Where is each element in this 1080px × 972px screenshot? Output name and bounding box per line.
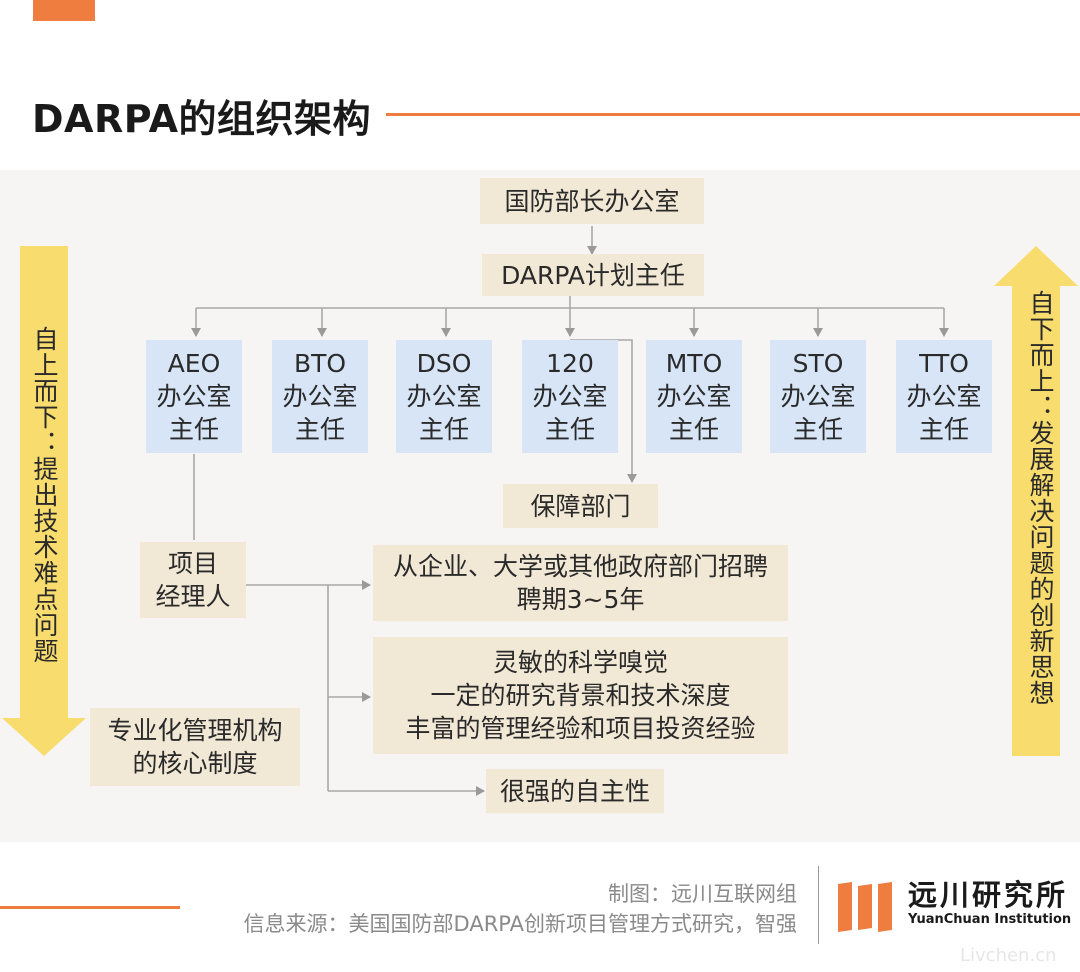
office-box-dso: DSO 办公室 主任 <box>396 340 492 453</box>
secretary-label: 国防部长办公室 <box>504 186 680 216</box>
core-line1: 专业化管理机构 <box>107 716 283 745</box>
watermark: Livchen.cn <box>960 945 1057 966</box>
office-code: DSO <box>416 349 472 378</box>
pm-box: 项目 经理人 <box>140 542 246 618</box>
office-label: 办公室 <box>656 382 732 411</box>
autonomy-box: 很强的自主性 <box>486 769 664 813</box>
recruit-line2: 聘期3~5年 <box>516 585 645 614</box>
office-role: 主任 <box>668 415 719 444</box>
office-label: 办公室 <box>156 382 232 411</box>
autonomy-label: 很强的自主性 <box>499 776 650 806</box>
core-line2: 的核心制度 <box>132 749 258 778</box>
office-code: BTO <box>293 349 347 378</box>
office-role: 主任 <box>418 415 469 444</box>
director-box: DARPA计划主任 <box>482 254 704 296</box>
office-role: 主任 <box>168 415 219 444</box>
office-label: 办公室 <box>282 382 358 411</box>
office-code: AEO <box>167 349 221 378</box>
director-label: DARPA计划主任 <box>501 260 685 290</box>
office-label: 办公室 <box>780 382 856 411</box>
office-box-120: 120 办公室 主任 <box>522 340 618 453</box>
footer-divider <box>818 866 819 944</box>
chart-credit: 制图：远川互联网组 <box>608 882 797 906</box>
office-role: 主任 <box>544 415 595 444</box>
office-code: MTO <box>665 349 723 378</box>
top-down-arrow-label: 自上而下：提出技术难点问题 <box>30 326 59 664</box>
bottom-up-arrow-label: 自下而上：发展解决问题的创新思想 <box>1026 290 1055 706</box>
traits-box: 灵敏的科学嗅觉 一定的研究背景和技术深度 丰富的管理经验和项目投资经验 <box>373 637 788 754</box>
office-label: 办公室 <box>532 382 608 411</box>
top-down-arrow <box>2 246 86 756</box>
office-box-aeo: AEO 办公室 主任 <box>146 340 242 453</box>
office-code: STO <box>792 349 844 378</box>
office-code: TTO <box>919 349 969 378</box>
office-role: 主任 <box>792 415 843 444</box>
title-rule <box>386 113 1080 116</box>
support-box: 保障部门 <box>503 484 658 528</box>
office-label: 办公室 <box>906 382 982 411</box>
office-role: 主任 <box>918 415 969 444</box>
page-title: DARPA的组织架构 <box>32 97 371 141</box>
office-role: 主任 <box>294 415 345 444</box>
traits-line1: 灵敏的科学嗅觉 <box>492 648 668 677</box>
secretary-box: 国防部长办公室 <box>480 178 704 224</box>
top-accent-bar <box>33 0 95 21</box>
pm-label-line2: 经理人 <box>155 582 231 611</box>
recruit-box: 从企业、大学或其他政府部门招聘 聘期3~5年 <box>373 545 788 621</box>
traits-line3: 丰富的管理经验和项目投资经验 <box>405 714 756 743</box>
office-box-mto: MTO 办公室 主任 <box>646 340 742 453</box>
office-label: 办公室 <box>406 382 482 411</box>
support-label: 保障部门 <box>530 491 631 521</box>
footer-rule <box>0 906 180 909</box>
office-box-bto: BTO 办公室 主任 <box>272 340 368 453</box>
core-institution-box: 专业化管理机构 的核心制度 <box>90 708 300 786</box>
pm-label-line1: 项目 <box>167 549 218 578</box>
office-box-sto: STO 办公室 主任 <box>770 340 866 453</box>
bottom-up-arrow <box>994 246 1078 756</box>
data-source: 信息来源：美国国防部DARPA创新项目管理方式研究，智强 <box>243 912 797 936</box>
traits-line2: 一定的研究背景和技术深度 <box>430 681 731 710</box>
brand-name-cn: 远川研究所 <box>908 878 1069 912</box>
office-code: 120 <box>546 349 594 378</box>
brand-name-en: YuanChuan Institution <box>908 912 1072 927</box>
recruit-line1: 从企业、大学或其他政府部门招聘 <box>392 552 768 581</box>
office-box-tto: TTO 办公室 主任 <box>896 340 992 453</box>
